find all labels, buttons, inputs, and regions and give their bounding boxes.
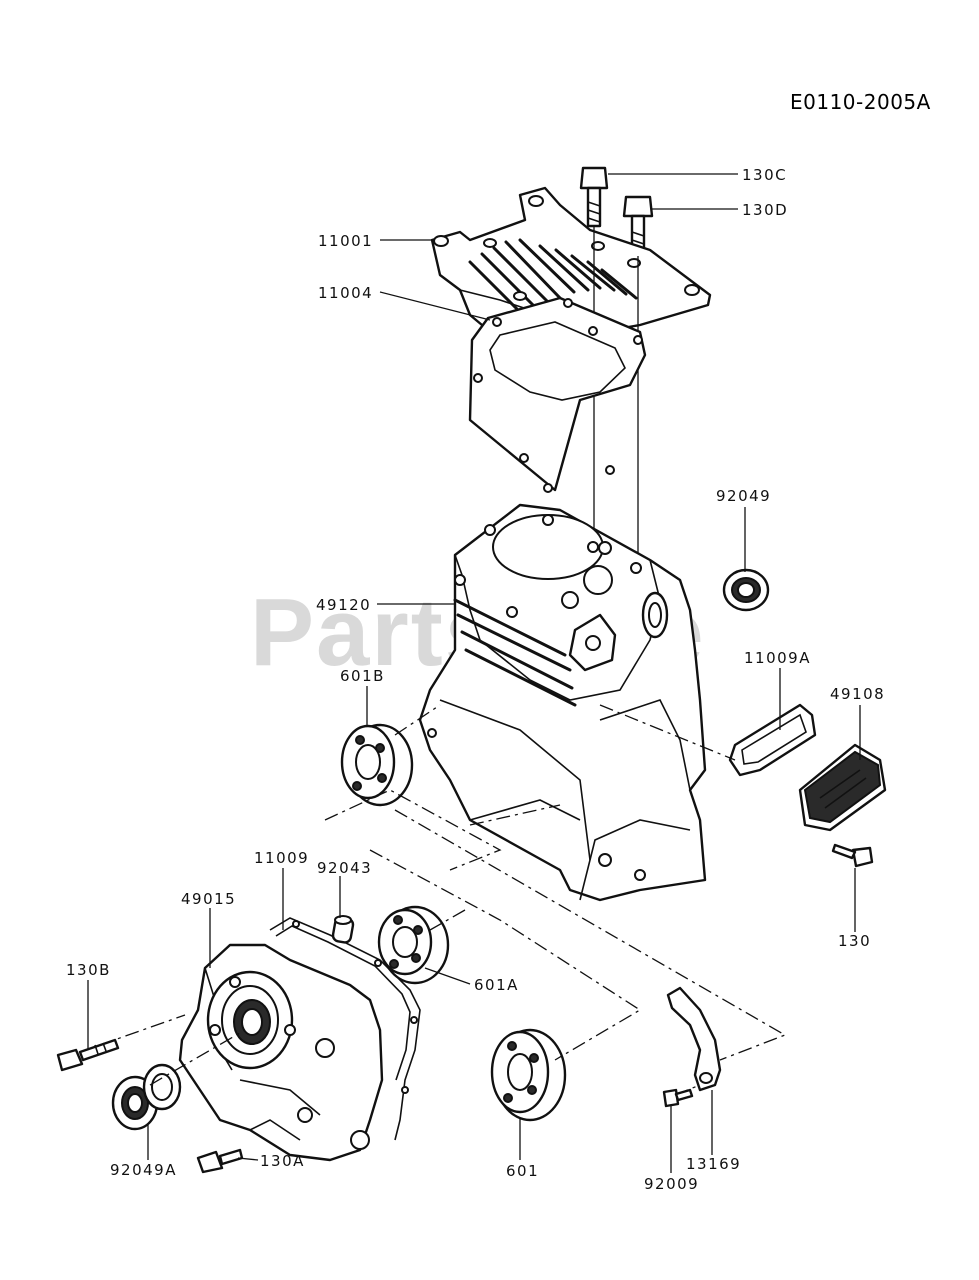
head-gasket-11004[interactable] bbox=[468, 296, 647, 493]
callout-92009[interactable]: 92009 bbox=[644, 1175, 699, 1193]
callout-49120[interactable]: 49120 bbox=[316, 596, 371, 614]
callout-601A[interactable]: 601A bbox=[474, 976, 519, 994]
callout-labels: 130C 130D 11001 11004 92049 49120 11009A… bbox=[66, 166, 885, 1193]
callout-92049[interactable]: 92049 bbox=[716, 487, 771, 505]
callout-92049A[interactable]: 92049A bbox=[110, 1161, 177, 1179]
callout-13169[interactable]: 13169 bbox=[686, 1155, 741, 1173]
bolt-130C[interactable] bbox=[579, 166, 609, 228]
bearing-601[interactable] bbox=[490, 1028, 567, 1122]
callout-11001[interactable]: 11001 bbox=[318, 232, 373, 250]
callout-11004[interactable]: 11004 bbox=[318, 284, 373, 302]
bolt-130[interactable] bbox=[831, 843, 874, 868]
callout-49015[interactable]: 49015 bbox=[181, 890, 236, 908]
callout-11009A[interactable]: 11009A bbox=[744, 649, 811, 667]
callout-130[interactable]: 130 bbox=[838, 932, 871, 950]
crankcase-cover-49015[interactable] bbox=[178, 943, 384, 1162]
gasket-11009A[interactable] bbox=[728, 703, 817, 777]
leader-lines bbox=[87, 173, 861, 1173]
bearing-601B[interactable] bbox=[340, 723, 414, 807]
gasket-11009[interactable] bbox=[269, 917, 421, 1141]
bearing-601A[interactable] bbox=[377, 905, 450, 985]
callout-601B[interactable]: 601B bbox=[340, 667, 385, 685]
diagram-code: E0110-2005A bbox=[790, 90, 931, 114]
dowel-pin-92043[interactable] bbox=[331, 915, 355, 944]
assembly-guide-lines bbox=[99, 704, 787, 1096]
cylinder-block-49120[interactable] bbox=[418, 503, 707, 902]
bracket-13169[interactable] bbox=[666, 986, 722, 1092]
bolt-92009[interactable] bbox=[662, 1088, 694, 1108]
oil-seal-92049[interactable] bbox=[722, 568, 770, 612]
callout-11009[interactable]: 11009 bbox=[254, 849, 309, 867]
callout-49108[interactable]: 49108 bbox=[830, 685, 885, 703]
cover-49108[interactable] bbox=[798, 743, 887, 832]
callout-92043[interactable]: 92043 bbox=[317, 859, 372, 877]
callout-130D[interactable]: 130D bbox=[742, 201, 788, 219]
callout-130C[interactable]: 130C bbox=[742, 166, 787, 184]
bolt-130A[interactable] bbox=[196, 1148, 244, 1174]
callout-130B[interactable]: 130B bbox=[66, 961, 111, 979]
oil-seals-92049A[interactable] bbox=[111, 1063, 182, 1131]
callout-130A[interactable]: 130A bbox=[260, 1152, 305, 1170]
callout-601[interactable]: 601 bbox=[506, 1162, 539, 1180]
